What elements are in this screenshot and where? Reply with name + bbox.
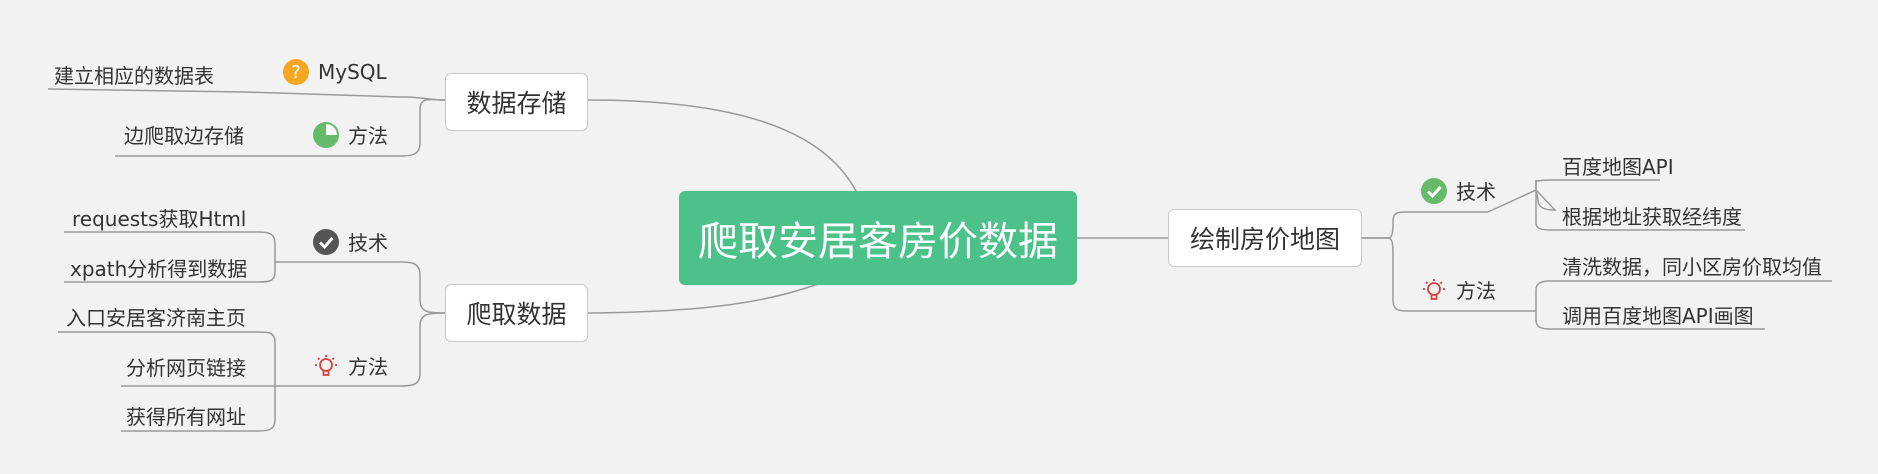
sub-storage-method-label: 方法: [348, 124, 388, 148]
sub-map-method[interactable]: 方法: [1420, 275, 1496, 304]
question-icon: ?: [282, 58, 310, 86]
sub-storage-method[interactable]: 方法: [312, 120, 388, 149]
lightbulb-icon: [1420, 276, 1448, 304]
leaf-crawl-all-urls[interactable]: 获得所有网址: [126, 405, 246, 429]
leaf-crawl-xpath[interactable]: xpath分析得到数据: [70, 257, 248, 281]
central-topic[interactable]: 爬取安居客房价数据: [679, 191, 1077, 285]
sub-storage-mysql-label: MySQL: [318, 60, 387, 84]
sub-storage-mysql[interactable]: ? MySQL: [282, 58, 387, 86]
pie-progress-icon: [312, 121, 340, 149]
leaf-storage-table[interactable]: 建立相应的数据表: [54, 64, 214, 88]
central-topic-label: 爬取安居客房价数据: [698, 219, 1058, 265]
leaf-map-baidu-api[interactable]: 百度地图API: [1562, 155, 1674, 179]
sub-crawl-method-label: 方法: [348, 355, 388, 379]
check-dark-icon: [312, 228, 340, 256]
sub-crawl-tech[interactable]: 技术: [312, 227, 388, 256]
branch-storage-label: 数据存储: [466, 89, 567, 118]
branch-crawl-label: 爬取数据: [466, 300, 567, 329]
sub-map-tech-label: 技术: [1456, 180, 1496, 204]
leaf-storage-crawl-store[interactable]: 边爬取边存储: [124, 124, 244, 148]
leaf-map-clean-data[interactable]: 清洗数据，同小区房价取均值: [1562, 255, 1822, 279]
leaf-map-draw[interactable]: 调用百度地图API画图: [1562, 304, 1754, 328]
lightbulb-icon: [312, 352, 340, 380]
leaf-crawl-requests[interactable]: requests获取Html: [72, 207, 247, 231]
sub-map-tech[interactable]: 技术: [1420, 176, 1496, 205]
sub-crawl-method[interactable]: 方法: [312, 351, 388, 380]
branch-map[interactable]: 绘制房价地图: [1168, 209, 1362, 267]
svg-text:?: ?: [291, 62, 301, 83]
leaf-crawl-entry[interactable]: 入口安居客济南主页: [66, 306, 246, 330]
branch-crawl[interactable]: 爬取数据: [445, 284, 588, 342]
sub-crawl-tech-label: 技术: [348, 231, 388, 255]
leaf-crawl-analyze-links[interactable]: 分析网页链接: [126, 356, 246, 380]
branch-storage[interactable]: 数据存储: [445, 73, 588, 131]
branch-map-label: 绘制房价地图: [1189, 225, 1340, 254]
check-green-icon: [1420, 177, 1448, 205]
leaf-map-geocode[interactable]: 根据地址获取经纬度: [1562, 205, 1742, 229]
sub-map-method-label: 方法: [1456, 279, 1496, 303]
